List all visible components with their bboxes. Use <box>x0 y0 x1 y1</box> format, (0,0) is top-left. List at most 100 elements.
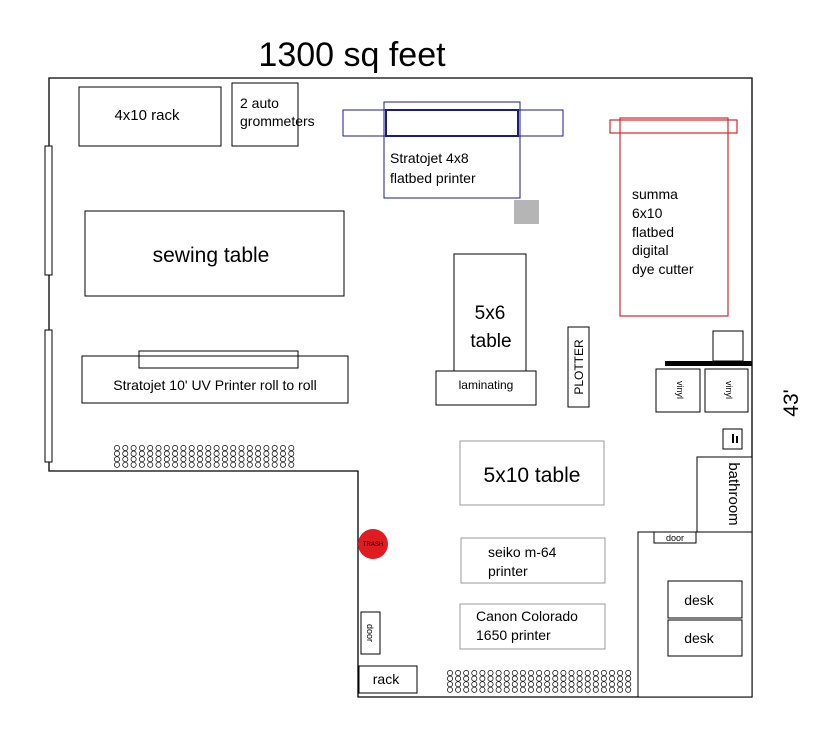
dot <box>471 675 478 682</box>
dot <box>246 445 253 451</box>
dot <box>147 461 154 468</box>
table-5x10: 5x10 table <box>459 440 605 506</box>
dot <box>180 445 187 451</box>
dot <box>197 456 203 463</box>
table-5x6-label-2: table <box>470 331 511 352</box>
dot <box>495 670 502 676</box>
dot <box>552 681 559 688</box>
summa-label-1: summa <box>632 186 678 202</box>
dot <box>479 670 486 676</box>
dot <box>197 450 203 457</box>
dot <box>155 456 162 463</box>
seiko-printer: seiko m-64 printer <box>460 537 606 584</box>
sewing-table-label: sewing table <box>153 244 270 267</box>
dot <box>487 675 494 682</box>
dot <box>230 456 237 463</box>
dot <box>172 461 179 468</box>
dot <box>592 675 599 682</box>
summa-label-4: digital <box>632 242 669 258</box>
dot <box>246 456 253 463</box>
door-left-label: door <box>365 624 375 642</box>
dot-pattern-left <box>114 445 295 468</box>
canon-printer: Canon Colorado 1650 printer <box>459 603 606 650</box>
dot <box>617 681 624 688</box>
dot <box>130 456 137 463</box>
dot <box>511 675 518 682</box>
dot <box>114 461 120 468</box>
dot <box>519 681 526 688</box>
dot <box>471 686 478 693</box>
dot <box>155 445 162 451</box>
dot <box>138 450 145 457</box>
dot <box>147 450 154 457</box>
dot <box>130 461 137 468</box>
laminating: laminating <box>435 370 537 406</box>
dot <box>238 456 245 463</box>
dot <box>463 670 470 676</box>
dot <box>147 445 154 451</box>
dot <box>205 450 212 457</box>
dot <box>188 461 195 468</box>
vinyl-1-label: vinyl <box>675 381 685 399</box>
dot <box>122 456 129 463</box>
dot <box>568 686 575 693</box>
dot <box>205 461 212 468</box>
bathroom-label: bathroom <box>725 462 742 525</box>
dot <box>576 670 583 676</box>
dot <box>511 681 518 688</box>
dot <box>560 670 567 676</box>
dot <box>536 681 543 688</box>
dot <box>255 461 262 468</box>
dot <box>479 681 486 688</box>
dot <box>147 456 154 463</box>
dot <box>180 461 187 468</box>
dot <box>536 686 543 693</box>
dot <box>255 456 262 463</box>
summa-label-5: dye cutter <box>632 261 694 277</box>
dot <box>584 686 591 693</box>
dot <box>617 675 624 682</box>
dot <box>503 681 510 688</box>
dot <box>288 461 295 468</box>
dot <box>584 670 591 676</box>
dot <box>188 445 195 451</box>
rack-label: rack <box>373 671 400 687</box>
dot <box>238 450 245 457</box>
dot <box>519 670 526 676</box>
dot <box>280 461 286 468</box>
dot <box>576 686 583 693</box>
dot <box>503 670 510 676</box>
dot <box>528 670 534 676</box>
dot <box>172 445 179 451</box>
dot <box>463 686 470 693</box>
dot <box>138 456 145 463</box>
dot <box>197 461 203 468</box>
dot <box>447 675 453 682</box>
dot-pattern-bottom <box>447 670 632 693</box>
table-5x10-label: 5x10 table <box>484 464 581 487</box>
window-upper <box>44 145 53 276</box>
dot <box>609 686 615 693</box>
dot <box>155 450 162 457</box>
dot <box>568 670 575 676</box>
dot <box>609 675 615 682</box>
dot <box>280 445 286 451</box>
vinyl-2-label: vinyl <box>724 381 734 399</box>
dot <box>600 675 607 682</box>
dot <box>447 670 453 676</box>
plotter: PLOTTER <box>567 326 590 408</box>
dot <box>609 670 615 676</box>
dot <box>213 445 220 451</box>
dot <box>625 686 632 693</box>
dot <box>288 445 295 451</box>
dot <box>511 686 518 693</box>
dot <box>560 681 567 688</box>
dot <box>495 686 502 693</box>
dot <box>617 670 624 676</box>
dot <box>221 445 228 451</box>
vinyl-area: vinyl vinyl <box>655 330 752 413</box>
trash: TRASH <box>358 529 388 559</box>
dot <box>271 450 278 457</box>
dot <box>221 456 228 463</box>
